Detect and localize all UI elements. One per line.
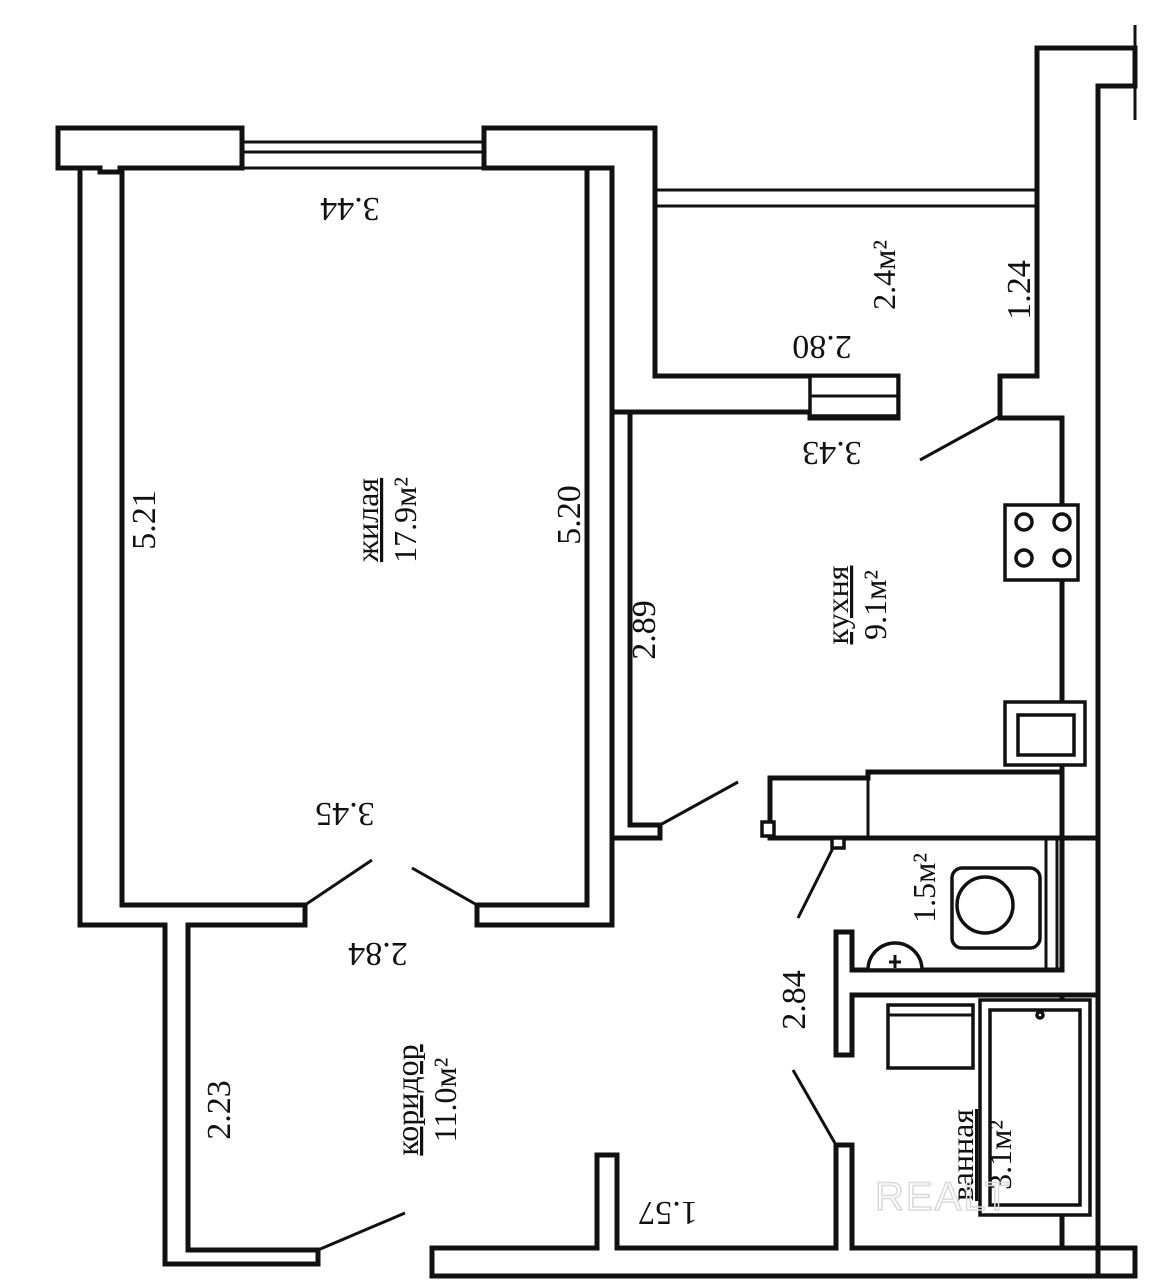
door-entrance xyxy=(317,1211,406,1252)
watermark: REALT xyxy=(875,1175,1011,1219)
bathtub-icon xyxy=(978,998,1092,1217)
dim-balcony-bottom: 2.80 xyxy=(792,328,852,365)
wall-toilet-left xyxy=(833,835,1101,1058)
dim-living-top: 3.44 xyxy=(320,190,380,227)
door-balcony xyxy=(919,414,1001,462)
door-bathroom xyxy=(791,1069,838,1146)
room-area-kitchen: 9.1м² xyxy=(857,570,893,640)
dim-corridor-top: 2.84 xyxy=(348,935,408,972)
room-name-corridor: коридор xyxy=(389,1044,425,1155)
door-living-right xyxy=(411,866,478,907)
room-area-toilet: 1.5м² xyxy=(906,853,942,923)
wall-living-right xyxy=(474,165,615,928)
washbasin-icon xyxy=(866,941,924,972)
dim-living-bottom: 3.45 xyxy=(315,795,375,832)
dim-balcony-side: 1.24 xyxy=(1001,260,1038,320)
door-kitchen xyxy=(659,780,739,827)
wall-kitchen-bottom xyxy=(767,769,1065,841)
washer-icon xyxy=(886,1003,975,1070)
room-area-living: 17.9м² xyxy=(387,477,423,563)
room-name-bathroom: ванная xyxy=(944,1109,980,1201)
dim-kitchen-left: 2.89 xyxy=(626,600,663,660)
room-area-bathroom: 3.1м² xyxy=(982,1120,1018,1190)
toilet-icon xyxy=(950,866,1042,950)
dim-living-right: 5.20 xyxy=(551,485,588,545)
sink-icon xyxy=(1003,700,1087,767)
dim-corridor-right: 2.84 xyxy=(776,970,813,1030)
dim-corridor-left: 2.23 xyxy=(201,1080,238,1140)
room-area-balcony: 2.4м² xyxy=(866,240,902,310)
wall-living-left xyxy=(77,165,321,1267)
dim-living-left: 5.21 xyxy=(126,490,163,550)
door-toilet xyxy=(796,841,838,919)
room-name-kitchen: кухня xyxy=(819,565,855,644)
wall-top-left xyxy=(55,125,245,175)
dim-corridor-bottom: 1.57 xyxy=(638,1194,698,1231)
dim-kitchen-top: 3.43 xyxy=(802,434,862,471)
room-name-living: жилая xyxy=(349,478,385,563)
door-living-left xyxy=(304,858,373,907)
stove-icon xyxy=(1003,503,1080,582)
room-area-corridor: 11.0м² xyxy=(427,1058,463,1143)
